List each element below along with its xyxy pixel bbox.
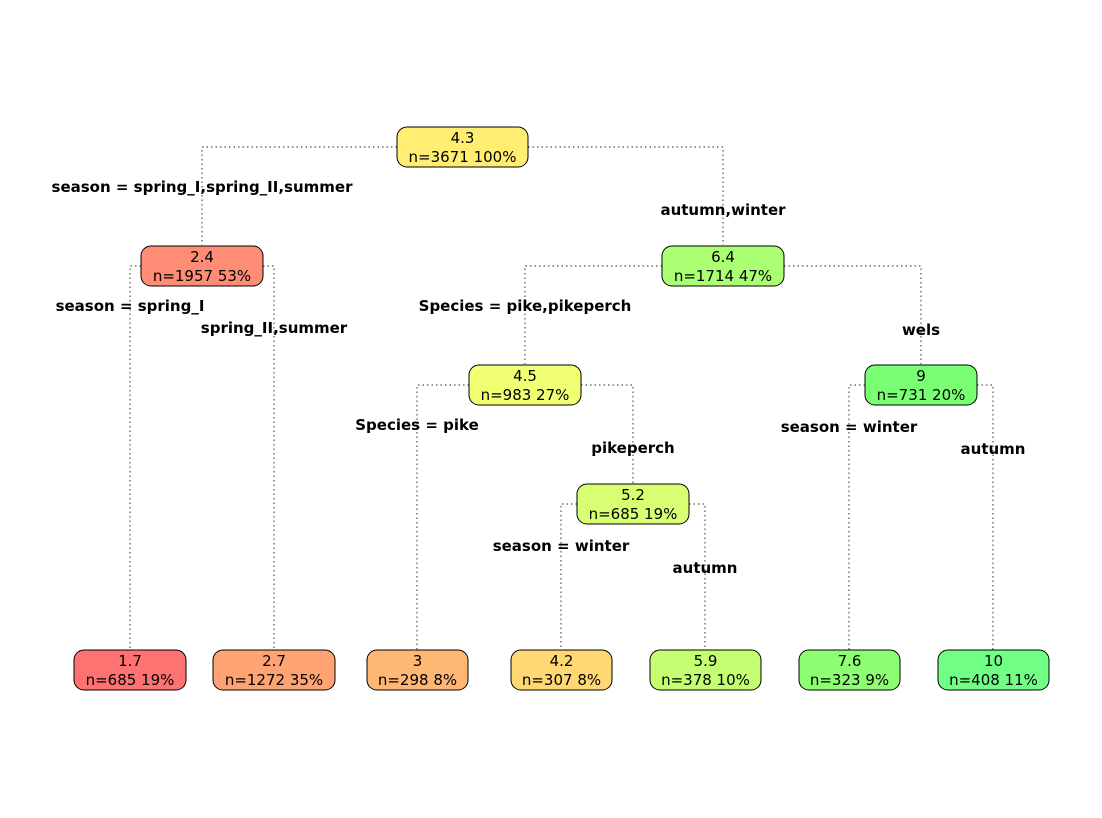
split-label-n2-left: season = spring_I	[56, 297, 205, 315]
split-label-n6-right: pikeperch	[591, 439, 675, 457]
node-value: 6.4	[711, 248, 735, 266]
edge-n7-left	[848, 384, 865, 650]
leaf-n4: 1.7 n=685 19%	[73, 649, 187, 691]
node-count: n=731 20%	[877, 386, 966, 404]
node-value: 9	[916, 367, 926, 385]
edge-root-right	[528, 146, 724, 245]
node-count: n=323 9%	[810, 671, 889, 689]
node-value: 4.2	[550, 652, 574, 670]
edge-n6-right	[581, 384, 634, 483]
node-value: 5.2	[621, 486, 645, 504]
node-box	[73, 649, 187, 691]
node-n7: 9 n=731 20%	[864, 364, 978, 406]
edge-n3-left	[524, 265, 662, 364]
node-value: 2.4	[190, 248, 214, 266]
tree-nodes: 4.3 n=3671 100% 2.4 n=1957 53% 6.4 n=171…	[73, 126, 1050, 691]
node-value: 4.3	[451, 129, 475, 147]
leaf-n26: 4.2 n=307 8%	[510, 649, 613, 691]
node-count: n=1957 53%	[153, 267, 251, 285]
split-label-n2-right: spring_II,summer	[201, 319, 348, 337]
split-label-n7-left: season = winter	[781, 418, 918, 436]
node-box	[510, 649, 613, 691]
split-label-n13-left: season = winter	[493, 537, 630, 555]
split-label-n7-right: autumn	[961, 440, 1026, 458]
edge-n2-left	[129, 265, 141, 650]
edge-n3-right	[784, 265, 922, 364]
node-n6: 4.5 n=983 27%	[468, 364, 582, 406]
node-value: 1.7	[118, 652, 142, 670]
node-box	[864, 364, 978, 406]
node-box	[661, 245, 785, 287]
node-value: 4.5	[513, 367, 537, 385]
split-label-n3-right: wels	[902, 321, 940, 339]
node-box	[212, 649, 336, 691]
node-box	[937, 649, 1050, 691]
edge-n13-left	[560, 503, 577, 650]
node-n2: 2.4 n=1957 53%	[140, 245, 264, 287]
split-label-n3-left: Species = pike,pikeperch	[419, 297, 632, 315]
split-label-root-left: season = spring_I,spring_II,summer	[52, 178, 354, 196]
leaf-n27: 5.9 n=378 10%	[649, 649, 762, 691]
node-n3: 6.4 n=1714 47%	[661, 245, 785, 287]
node-value: 5.9	[694, 652, 718, 670]
leaf-n15: 10 n=408 11%	[937, 649, 1050, 691]
node-count: n=685 19%	[86, 671, 175, 689]
node-box	[396, 126, 529, 168]
node-count: n=3671 100%	[409, 148, 517, 166]
node-value: 2.7	[262, 652, 286, 670]
node-count: n=1272 35%	[225, 671, 323, 689]
edge-root-left	[201, 146, 397, 245]
node-count: n=408 11%	[949, 671, 1038, 689]
leaf-n12: 3 n=298 8%	[366, 649, 469, 691]
edge-n7-right	[977, 384, 994, 650]
node-count: n=983 27%	[481, 386, 570, 404]
split-label-n6-left: Species = pike	[355, 416, 479, 434]
split-label-root-right: autumn,winter	[660, 201, 786, 219]
node-count: n=1714 47%	[674, 267, 772, 285]
leaf-n5: 2.7 n=1272 35%	[212, 649, 336, 691]
node-box	[366, 649, 469, 691]
node-box	[140, 245, 264, 287]
node-n13: 5.2 n=685 19%	[576, 483, 690, 525]
node-value: 10	[984, 652, 1003, 670]
node-count: n=378 10%	[661, 671, 750, 689]
edge-n13-right	[689, 503, 706, 650]
node-count: n=298 8%	[378, 671, 457, 689]
split-labels: season = spring_I,spring_II,summer autum…	[52, 178, 1026, 577]
node-value: 3	[413, 652, 423, 670]
leaf-n14: 7.6 n=323 9%	[798, 649, 901, 691]
node-box	[798, 649, 901, 691]
node-value: 7.6	[838, 652, 862, 670]
node-box	[649, 649, 762, 691]
node-box	[576, 483, 690, 525]
node-root: 4.3 n=3671 100%	[396, 126, 529, 168]
edge-n2-right	[263, 265, 275, 650]
tree-edges	[129, 146, 994, 650]
node-box	[468, 364, 582, 406]
node-count: n=307 8%	[522, 671, 601, 689]
node-count: n=685 19%	[589, 505, 678, 523]
split-label-n13-right: autumn	[673, 559, 738, 577]
